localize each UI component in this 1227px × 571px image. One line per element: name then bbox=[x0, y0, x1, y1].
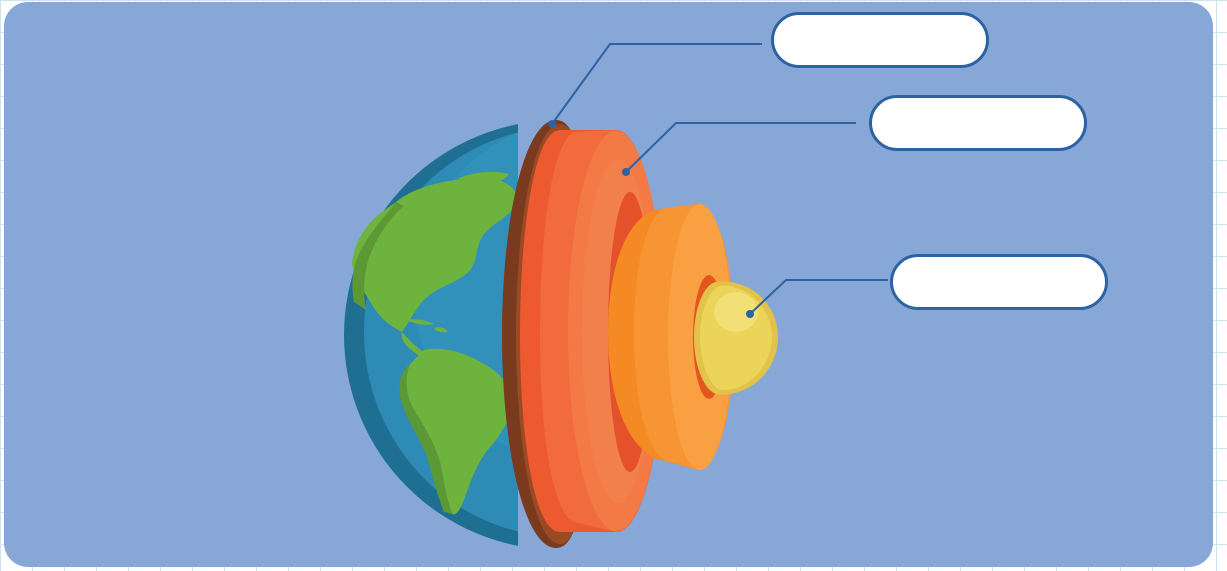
label-box-mantle[interactable] bbox=[869, 95, 1087, 151]
leader-dot-crust bbox=[548, 120, 556, 128]
label-box-inner-core[interactable] bbox=[890, 254, 1108, 310]
diagram-panel bbox=[4, 2, 1213, 567]
label-box-crust[interactable] bbox=[771, 12, 989, 68]
leader-dot-mantle bbox=[622, 168, 630, 176]
leader-dot-inner-core bbox=[746, 310, 754, 318]
